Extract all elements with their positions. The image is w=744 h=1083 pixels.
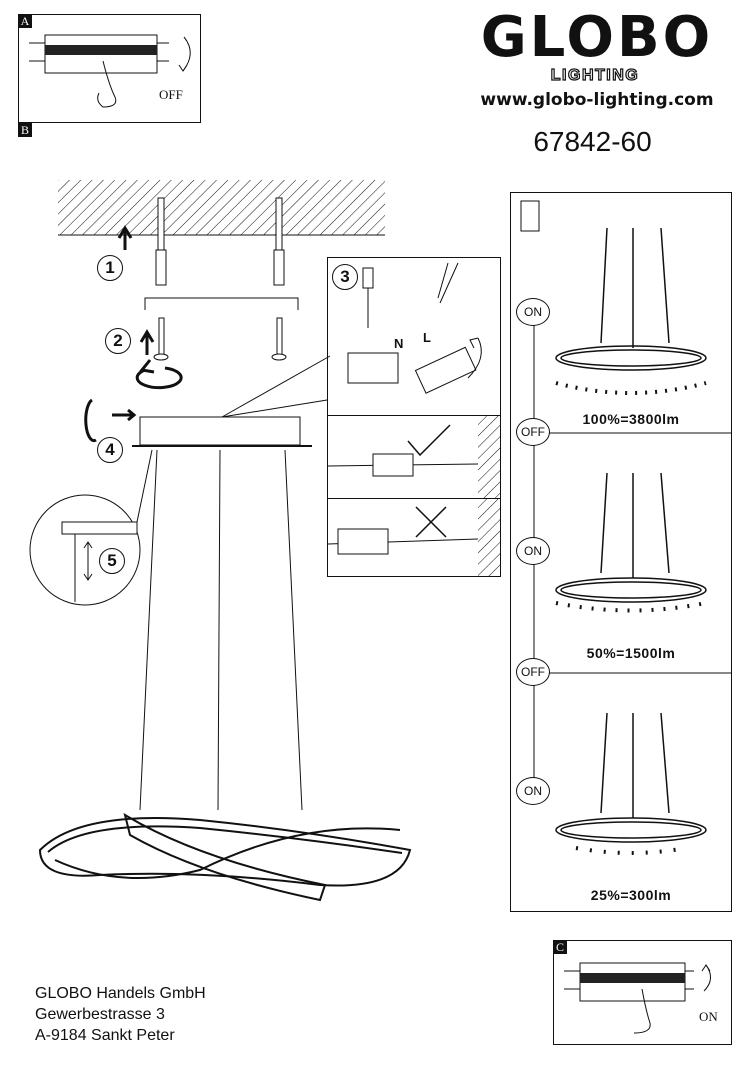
wall-switch-icon <box>520 200 540 232</box>
on-label: ON <box>699 1009 718 1024</box>
rotate-arrow-icon <box>135 366 183 390</box>
dimming-illustration <box>520 200 731 855</box>
wiring-detail-panel: 3 N L <box>327 257 501 416</box>
step-a-panel: OFF <box>18 14 201 123</box>
step-1-badge: 1 <box>97 255 123 281</box>
level-100-label: 100%=3800lm <box>582 411 680 427</box>
check-mark-icon <box>328 416 500 498</box>
brand-subtitle: LIGHTING <box>550 66 640 84</box>
off-label: OFF <box>159 87 183 102</box>
incorrect-wiring-panel <box>327 498 501 577</box>
address-line-1: GLOBO Handels GmbH <box>35 985 206 1002</box>
suspension-cables <box>139 449 303 811</box>
terminal-n-label: N <box>394 336 404 351</box>
lamp-25 <box>555 712 707 855</box>
lamp-ring <box>38 812 412 902</box>
circuit-breaker-icon <box>29 34 191 108</box>
rotate-arrow-icon-2 <box>84 398 97 443</box>
switch-on-2: ON <box>516 537 550 565</box>
step5-detail-circle <box>29 494 141 606</box>
step-2-badge: 2 <box>105 328 131 354</box>
cross-mark-icon <box>328 499 500 576</box>
correct-wiring-panel <box>327 415 501 499</box>
step-c-panel: ON <box>553 940 732 1045</box>
lamp-100 <box>555 227 707 395</box>
step-3-badge: 3 <box>332 264 358 290</box>
level-50-label: 50%=1500lm <box>586 645 676 661</box>
step-a-tag: A <box>18 14 32 28</box>
company-address: GLOBO Handels GmbH Gewerbestrasse 3 A-91… <box>35 983 206 1046</box>
level-25-label: 25%=300lm <box>590 887 672 903</box>
switch-off-1: OFF <box>516 418 550 446</box>
canopy <box>139 416 301 446</box>
address-line-2: Gewerbestrasse 3 <box>35 1006 165 1023</box>
dimming-panel: 100%=3800lm 50%=1500lm 25%=300lm <box>510 192 732 912</box>
address-line-3: A-9184 Sankt Peter <box>35 1027 175 1044</box>
lamp-50 <box>555 472 707 613</box>
model-number: 67842-60 <box>533 126 652 157</box>
switch-on-3: ON <box>516 777 550 805</box>
ceiling-hatch <box>58 180 385 235</box>
step-b-tag: B <box>18 123 32 137</box>
brand-logo: GLOBO <box>480 5 714 70</box>
switch-on-1: ON <box>516 298 550 326</box>
installation-diagram <box>29 180 412 902</box>
circuit-breaker-on-icon <box>564 962 711 1034</box>
step-5-badge: 5 <box>99 548 125 574</box>
switch-off-2: OFF <box>516 658 550 686</box>
screws-icon <box>153 317 287 361</box>
step-c-tag: C <box>553 940 567 954</box>
terminal-block-icon <box>347 262 482 394</box>
step-4-badge: 4 <box>97 437 123 463</box>
terminal-l-label: L <box>423 330 431 345</box>
wall-plugs-icon <box>155 197 285 286</box>
brand-url[interactable]: www.globo-lighting.com <box>480 90 714 110</box>
